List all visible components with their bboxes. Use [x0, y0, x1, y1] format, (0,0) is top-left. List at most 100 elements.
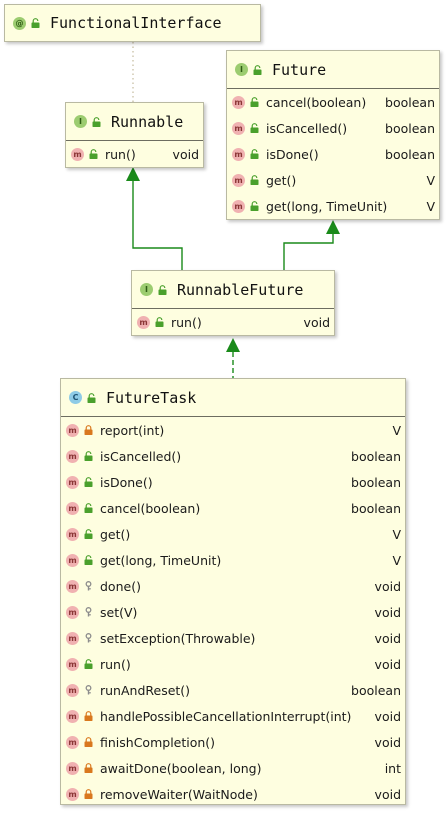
method-type: void — [374, 708, 401, 724]
method-type: void — [374, 604, 401, 620]
method-name: get() — [266, 172, 297, 188]
private-icon — [84, 737, 93, 747]
method-row[interactable]: m isDone() boolean — [227, 141, 439, 167]
method-name: run() — [171, 314, 202, 330]
method-type: void — [374, 578, 401, 594]
method-row[interactable]: m run() void — [132, 309, 334, 335]
public-icon — [84, 477, 93, 487]
public-icon — [84, 555, 93, 565]
public-icon — [89, 149, 98, 159]
future-box[interactable]: I Future m cancel(boolean) boolean m isC… — [226, 50, 440, 220]
method-name: get(long, TimeUnit) — [266, 198, 388, 214]
interface-icon: I — [140, 283, 153, 296]
method-type: int — [384, 760, 401, 776]
method-icon: m — [232, 199, 245, 213]
extends-runnable-arrowhead — [126, 167, 140, 181]
public-icon — [250, 201, 259, 211]
method-icon: m — [66, 501, 79, 515]
method-type: void — [374, 630, 401, 646]
future-title: Future — [272, 60, 327, 79]
method-icon: m — [66, 709, 79, 723]
method-name: report(int) — [100, 422, 165, 438]
class-icon: C — [69, 391, 82, 404]
method-type: void — [374, 786, 401, 802]
interface-icon: I — [74, 115, 87, 128]
method-icon: m — [232, 147, 245, 161]
interface-icon: I — [235, 63, 248, 76]
method-type: boolean — [385, 146, 435, 162]
method-name: runAndReset() — [100, 682, 191, 698]
method-type: V — [426, 198, 435, 214]
method-icon: m — [66, 605, 79, 619]
future-task-header: C FutureTask — [61, 379, 405, 417]
method-type: boolean — [351, 682, 401, 698]
method-type: void — [374, 734, 401, 750]
method-type: boolean — [385, 120, 435, 136]
runnable-header: I Runnable — [66, 103, 203, 141]
runnable-box[interactable]: I Runnable m run() void — [65, 102, 204, 168]
public-icon — [31, 18, 40, 28]
method-icon: m — [232, 121, 245, 135]
method-icon: m — [66, 631, 79, 645]
extends-runnable-line — [132, 180, 183, 270]
extends-future-line — [283, 233, 334, 270]
method-row[interactable]: m setException(Throwable) void — [61, 625, 405, 651]
protected-icon — [84, 607, 93, 617]
method-icon: m — [66, 579, 79, 593]
functional-interface-header: @ FunctionalInterface — [5, 5, 260, 41]
method-name: awaitDone(boolean, long) — [100, 760, 262, 776]
private-icon — [84, 789, 93, 799]
method-row[interactable]: m run() void — [66, 141, 203, 167]
extends-future-arrowhead — [326, 220, 340, 234]
method-name: isCancelled() — [266, 120, 348, 136]
method-icon: m — [66, 423, 79, 437]
private-icon — [84, 425, 93, 435]
method-row[interactable]: m get(long, TimeUnit) V — [227, 193, 439, 219]
method-row[interactable]: m get() V — [227, 167, 439, 193]
public-icon — [250, 97, 259, 107]
protected-icon — [84, 581, 93, 591]
method-type: void — [172, 146, 199, 162]
method-type: V — [392, 526, 401, 542]
method-name: handlePossibleCancellationInterrupt(int) — [100, 708, 352, 724]
public-icon — [84, 503, 93, 513]
runnable-title: Runnable — [111, 112, 184, 131]
private-icon — [84, 763, 93, 773]
method-icon: m — [71, 147, 84, 161]
public-icon — [253, 64, 262, 75]
method-name: run() — [105, 146, 136, 162]
method-icon: m — [66, 475, 79, 489]
method-icon: m — [66, 761, 79, 775]
method-name: run() — [100, 656, 131, 672]
method-row[interactable]: m cancel(boolean) boolean — [227, 89, 439, 115]
protected-icon — [84, 633, 93, 643]
public-icon — [250, 123, 259, 133]
public-icon — [250, 149, 259, 159]
public-icon — [92, 116, 101, 127]
method-row[interactable]: m isCancelled() boolean — [227, 115, 439, 141]
runnable-future-box[interactable]: I RunnableFuture m run() void — [131, 270, 335, 336]
functional-interface-box[interactable]: @ FunctionalInterface — [4, 4, 261, 42]
method-row[interactable]: m awaitDone(boolean, long) int — [61, 755, 405, 781]
method-icon: m — [66, 527, 79, 541]
future-header: I Future — [227, 51, 439, 89]
method-icon: m — [66, 787, 79, 801]
method-type: boolean — [351, 500, 401, 516]
method-name: setException(Throwable) — [100, 630, 256, 646]
public-icon — [250, 175, 259, 185]
method-row[interactable]: m handlePossibleCancellationInterrupt(int… — [61, 703, 405, 729]
